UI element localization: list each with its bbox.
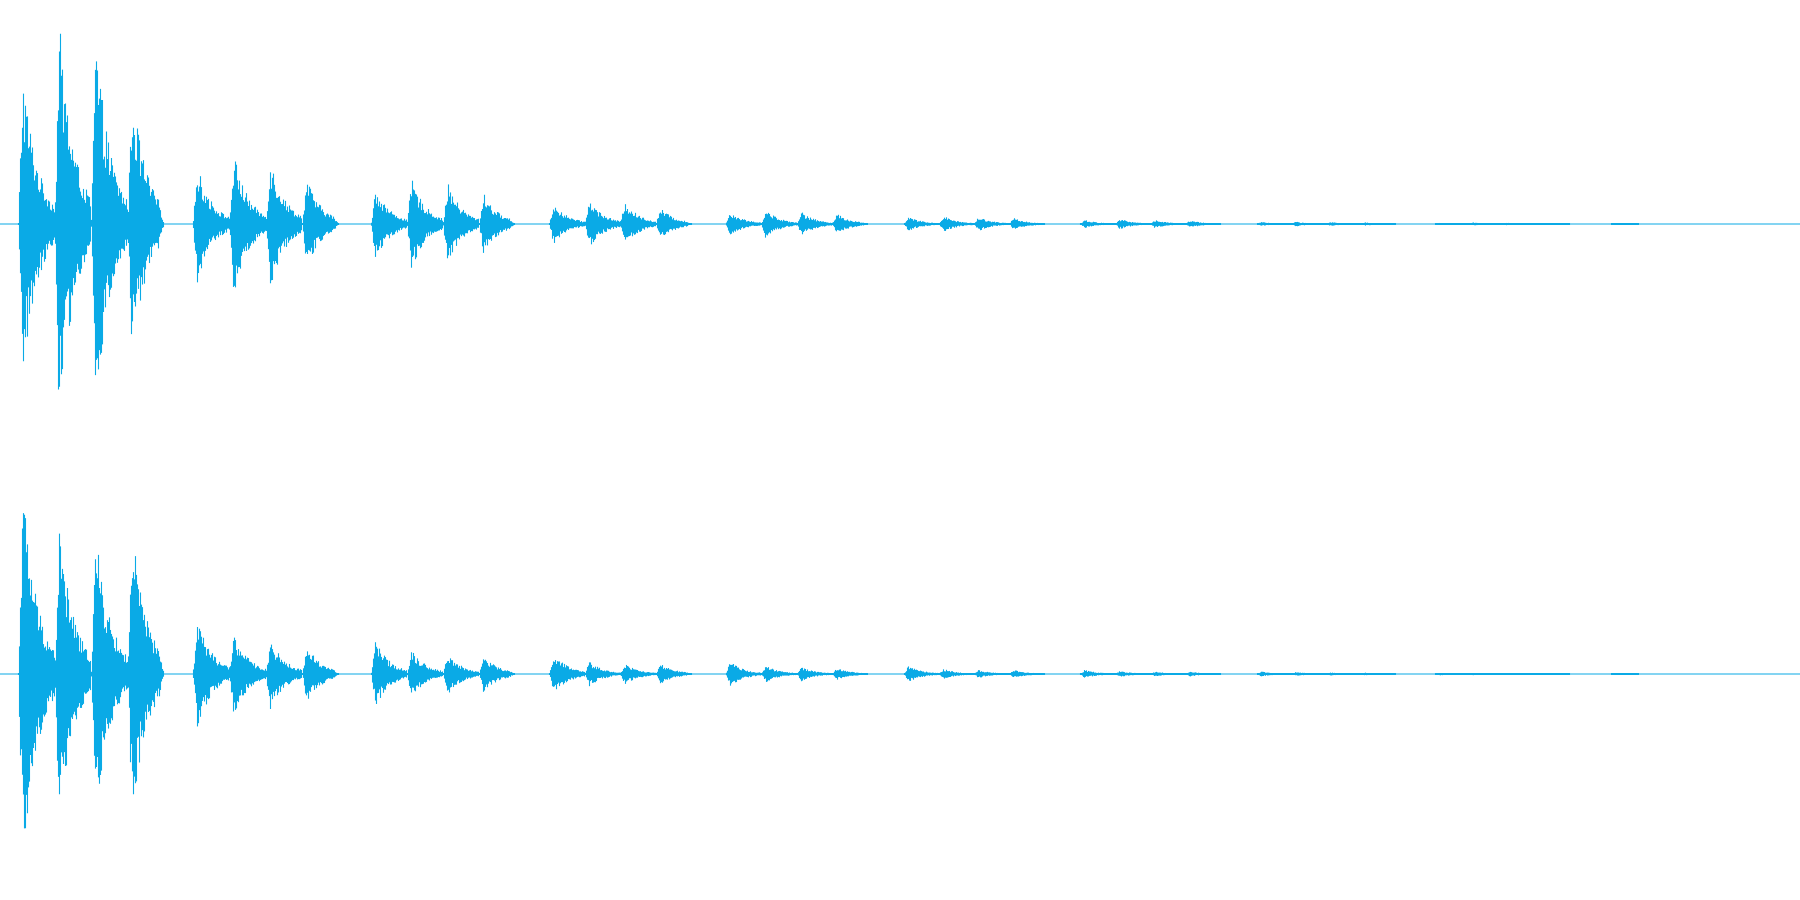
burst <box>548 660 693 690</box>
burst <box>1256 671 1397 677</box>
burst <box>17 33 165 390</box>
burst <box>1610 673 1640 675</box>
burst <box>1079 670 1222 678</box>
burst <box>192 627 340 727</box>
burst <box>903 217 1046 231</box>
burst <box>1434 222 1571 226</box>
burst <box>1079 220 1222 229</box>
burst <box>1256 221 1397 227</box>
burst <box>370 180 516 268</box>
burst <box>370 642 516 704</box>
burst <box>192 161 340 288</box>
burst <box>17 513 165 829</box>
burst <box>1434 673 1571 676</box>
burst <box>725 663 869 686</box>
burst <box>1610 223 1640 225</box>
channel-2-waveform[interactable] <box>0 513 1800 829</box>
burst <box>725 212 869 238</box>
burst <box>548 203 693 245</box>
burst <box>903 666 1046 681</box>
channel-1-waveform[interactable] <box>0 33 1800 390</box>
